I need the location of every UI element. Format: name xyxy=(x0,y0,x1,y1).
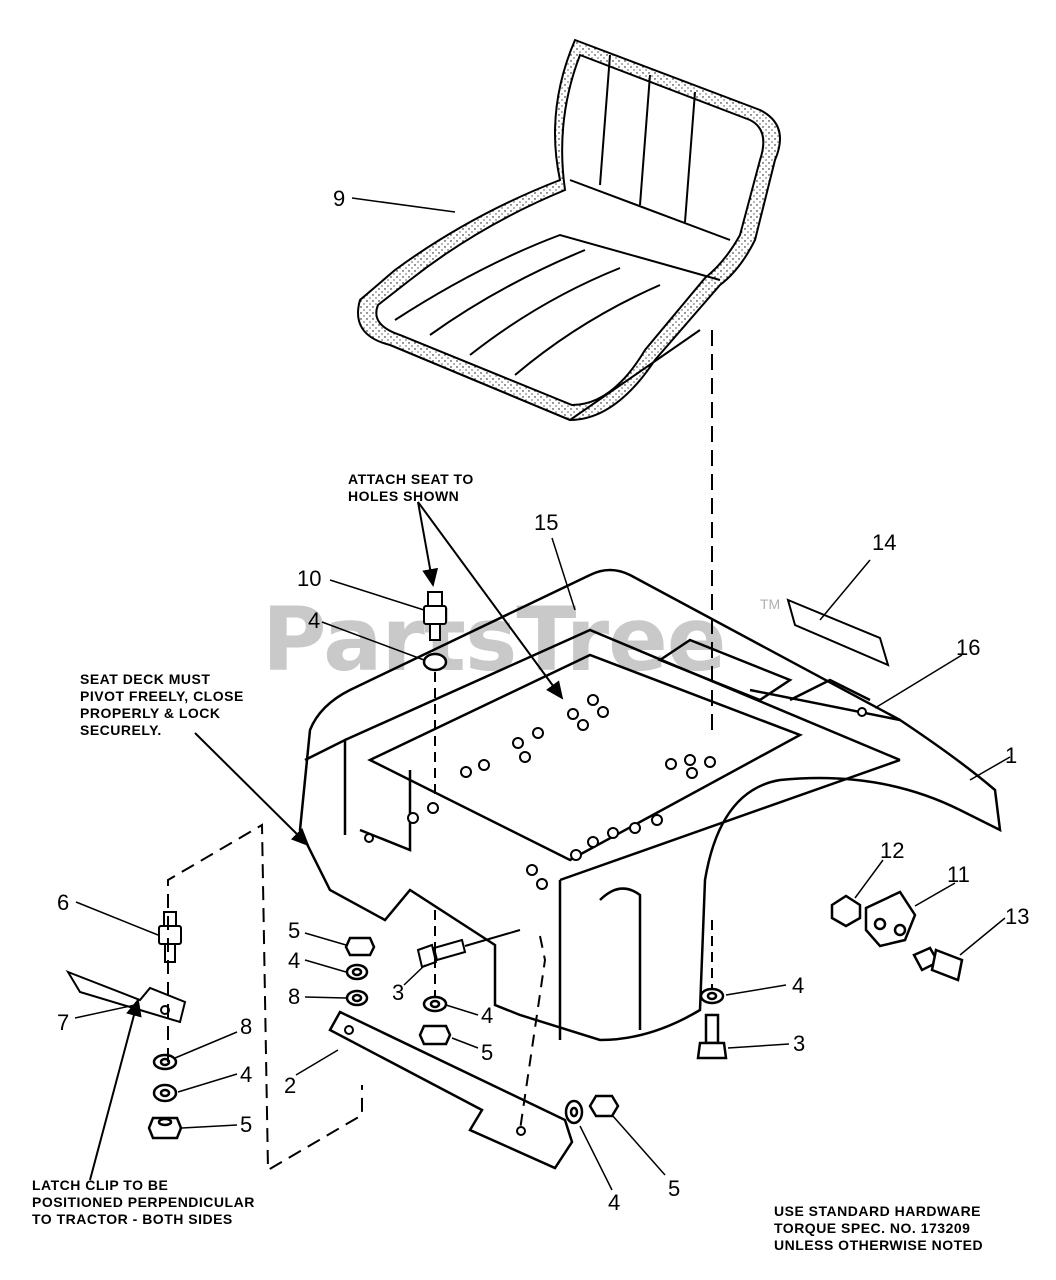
seat-deck xyxy=(298,568,1002,1042)
note-attach-seat: ATTACH SEAT TO HOLES SHOWN xyxy=(348,471,474,504)
isolator-mount-lower xyxy=(158,911,182,963)
callout-1: 1 xyxy=(1005,743,1018,768)
note-hardware: USE STANDARD HARDWARE TORQUE SPEC. NO. 1… xyxy=(774,1203,984,1253)
callout-3: 3 xyxy=(793,1031,806,1056)
center-hardware-stack xyxy=(344,936,376,1007)
callout-16: 16 xyxy=(956,635,981,660)
callout-9: 9 xyxy=(333,186,346,211)
bracket-washer-nut xyxy=(564,1094,620,1125)
callout-4: 4 xyxy=(792,973,805,998)
center-washer-nut xyxy=(418,995,452,1046)
callout-8: 8 xyxy=(288,984,301,1009)
watermark-trademark: TM xyxy=(760,596,781,612)
leader-lines xyxy=(74,197,1011,1191)
callout-4: 4 xyxy=(608,1190,621,1215)
note-seat-deck: SEAT DECK MUST PIVOT FREELY, CLOSE PROPE… xyxy=(80,671,244,738)
callout-8: 8 xyxy=(240,1014,253,1039)
callout-5: 5 xyxy=(240,1112,253,1137)
callout-4: 4 xyxy=(308,608,321,633)
callout-3: 3 xyxy=(392,980,405,1005)
deck-holes xyxy=(364,694,867,890)
arrows xyxy=(89,501,564,1181)
callout-4: 4 xyxy=(240,1062,253,1087)
callout-14: 14 xyxy=(872,530,897,555)
callout-5: 5 xyxy=(668,1176,681,1201)
decal xyxy=(786,598,890,667)
callout-15: 15 xyxy=(534,510,559,535)
callout-11: 11 xyxy=(947,862,970,887)
left-hardware-stack xyxy=(147,1053,183,1140)
isolator-mount-upper xyxy=(423,591,447,641)
latch-bracket xyxy=(328,1010,574,1170)
plate-hardware xyxy=(830,890,964,982)
bolt-center xyxy=(416,938,467,969)
callout-5: 5 xyxy=(288,918,301,943)
seat xyxy=(357,38,781,422)
callout-13: 13 xyxy=(1005,904,1030,929)
callout-6: 6 xyxy=(57,890,70,915)
lock-washer-upper xyxy=(422,652,448,672)
callout-2: 2 xyxy=(284,1073,297,1098)
callout-4: 4 xyxy=(288,948,301,973)
callout-5: 5 xyxy=(481,1040,494,1065)
latch-alignment-line xyxy=(167,823,363,1172)
latch-clip xyxy=(65,970,187,1024)
callout-4: 4 xyxy=(481,1003,494,1028)
callout-12: 12 xyxy=(880,838,905,863)
callout-7: 7 xyxy=(57,1010,70,1035)
right-washer-bolt xyxy=(696,987,728,1060)
note-latch-clip: LATCH CLIP TO BE POSITIONED PERPENDICULA… xyxy=(32,1177,255,1227)
callout-10: 10 xyxy=(297,566,322,591)
